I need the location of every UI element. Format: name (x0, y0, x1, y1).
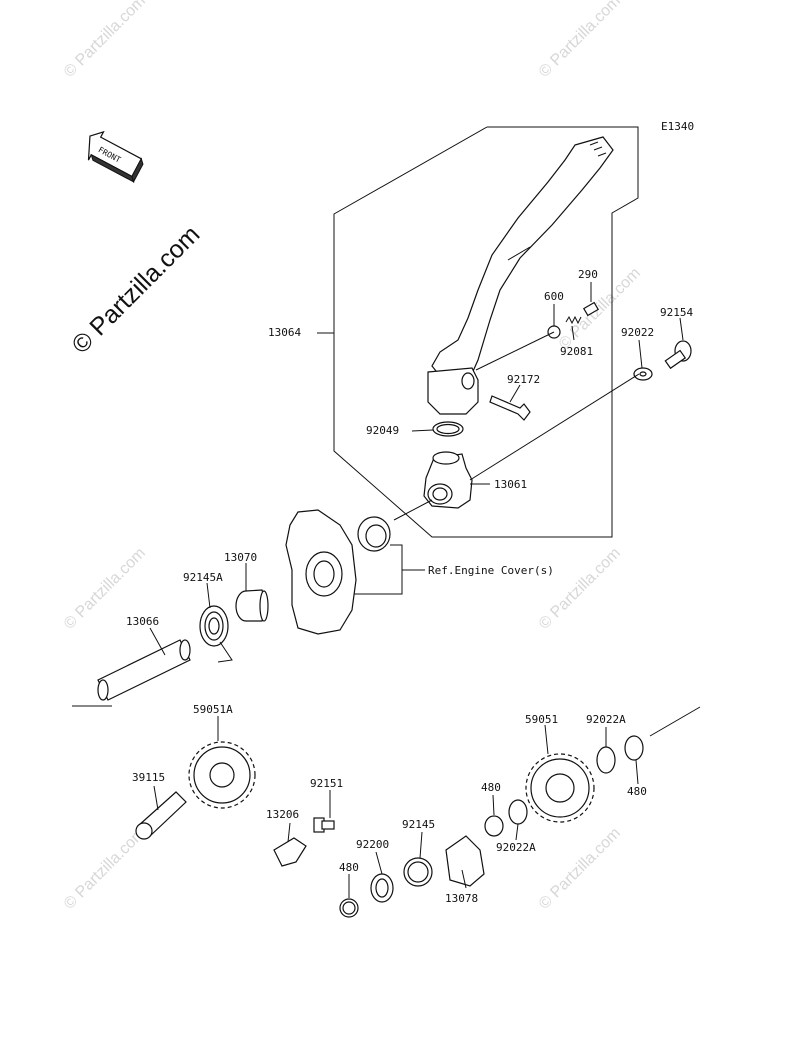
part-label-13070: 13070 (224, 551, 257, 564)
reference-note: Ref.Engine Cover(s) (428, 564, 554, 577)
assembly-box-13064 (333, 126, 639, 538)
circlip-480-right (624, 735, 644, 761)
circlip-480-left (339, 898, 359, 918)
watermark-text: © Partzilla.com (536, 825, 624, 913)
part-label-290: 290 (578, 268, 598, 281)
part-label-59051A: 59051A (193, 703, 233, 716)
part-label-13066: 13066 (126, 615, 159, 628)
part-label-39115: 39115 (132, 771, 165, 784)
circlip-480-mid (484, 815, 504, 837)
part-label-92022A-lower: 92022A (496, 841, 536, 854)
washer-92200 (370, 873, 394, 903)
bearing (357, 516, 391, 552)
bolt-92172 (489, 395, 531, 421)
seal-92049 (432, 421, 464, 437)
part-label-92145: 92145 (402, 818, 435, 831)
gear-59051 (525, 753, 595, 823)
part-label-92022: 92022 (621, 326, 654, 339)
part-label-92081: 92081 (560, 345, 593, 358)
washer-92022 (633, 367, 653, 381)
washer-92022A-lower (508, 799, 528, 825)
front-arrow-icon: FRONT (87, 130, 144, 184)
part-label-59051: 59051 (525, 713, 558, 726)
part-label-92200: 92200 (356, 838, 389, 851)
bolt-92154 (664, 340, 692, 370)
ratchet-13078 (445, 835, 485, 887)
part-label-480-left: 480 (339, 861, 359, 874)
part-label-92049: 92049 (366, 424, 399, 437)
washer-92022A-upper (596, 746, 616, 774)
part-label-480-right: 480 (627, 785, 647, 798)
engine-cover (285, 509, 357, 635)
boss-13061 (423, 451, 473, 509)
part-label-92172: 92172 (507, 373, 540, 386)
bolt-92151 (313, 817, 335, 833)
part-label-13206: 13206 (266, 808, 299, 821)
gear-59051A (188, 741, 256, 809)
watermark-text: © Partzilla.com (536, 0, 624, 81)
diagram-code: E1340 (661, 120, 694, 133)
leader-lines (72, 282, 701, 898)
watermark-text: © Partzilla.com (61, 825, 149, 913)
spring-92145A (199, 605, 233, 663)
part-label-92154: 92154 (660, 306, 693, 319)
part-label-92022A-upper: 92022A (586, 713, 626, 726)
watermark-text: © Partzilla.com (556, 265, 644, 353)
part-label-92151: 92151 (310, 777, 343, 790)
part-label-13064: 13064 (268, 326, 301, 339)
pin-39115 (135, 791, 187, 840)
pin-290 (582, 301, 600, 317)
collar-13070 (235, 589, 269, 622)
guide-13206 (273, 837, 307, 867)
part-label-480-mid: 480 (481, 781, 501, 794)
part-label-13078: 13078 (445, 892, 478, 905)
watermark-text: © Partzilla.com (536, 545, 624, 633)
part-labels: 13064 600 290 92081 92022 92154 92172 92… (126, 268, 693, 905)
spring-92145 (403, 857, 433, 887)
part-label-600: 600 (544, 290, 564, 303)
spring-92081 (565, 315, 582, 325)
watermark-text: © Partzilla.com (61, 0, 149, 81)
brand-logo-text: © Partzilla.com (66, 220, 205, 359)
kick-lever (427, 136, 614, 415)
part-label-92145A: 92145A (183, 571, 223, 584)
part-label-13061: 13061 (494, 478, 527, 491)
shaft-13066 (97, 639, 191, 701)
